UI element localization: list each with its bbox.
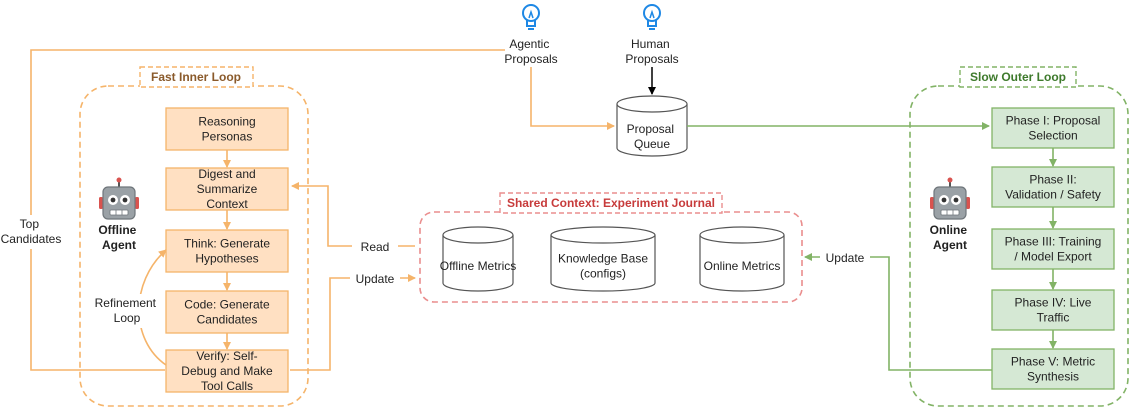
journal-stores: Offline Metrics Knowledge Base(configs) On… xyxy=(440,226,785,292)
online-robot-icon xyxy=(930,177,970,220)
human-bulb-icon xyxy=(643,4,661,30)
slow-phase-box xyxy=(991,107,1115,149)
data-store-label: Offline Metrics xyxy=(440,259,516,273)
top-candidates-edge xyxy=(30,49,505,371)
update-right-edge xyxy=(804,253,992,371)
offline-robot-icon xyxy=(99,177,139,220)
update-left-label: Update xyxy=(356,272,395,286)
online-agent-label: Online Agent xyxy=(930,223,971,252)
agentic-to-queue-edge xyxy=(530,67,615,130)
data-store-cylinder xyxy=(550,235,656,292)
data-store-top xyxy=(442,226,514,244)
fast-loop-title: Fast Inner Loop xyxy=(151,70,241,84)
fast-step-box xyxy=(165,229,289,273)
svg-text:Proposal Queue: Proposal Queue xyxy=(627,122,678,151)
slow-phase-box xyxy=(991,166,1115,208)
slow-phase-label: Phase II:Validation / Safety xyxy=(1005,173,1101,202)
data-store-cylinder xyxy=(442,235,514,292)
data-store-top xyxy=(550,226,656,244)
human-proposals-label: Human Proposals xyxy=(625,37,678,66)
journal-title-box xyxy=(499,192,723,214)
data-store-label: Online Metrics xyxy=(704,259,781,273)
data-store-cylinder xyxy=(699,235,785,292)
slow-phase-box xyxy=(991,348,1115,390)
slow-phase-box xyxy=(991,228,1115,270)
update-right-label: Update xyxy=(826,251,865,265)
slow-phase-label: Phase III: Training/ Model Export xyxy=(1005,235,1102,264)
slow-phase-box xyxy=(991,289,1115,331)
slow-loop-title-box xyxy=(959,66,1077,88)
top-candidates-label: Top Candidates xyxy=(1,217,62,246)
offline-agent-label: Offline Agent xyxy=(98,223,139,252)
proposal-queue: Proposal Queue xyxy=(616,95,688,157)
journal-title: Shared Context: Experiment Journal xyxy=(507,196,715,210)
agentic-bulb-icon xyxy=(522,4,540,30)
fast-step-box xyxy=(165,349,289,393)
agentic-proposals-label: Agentic Proposals xyxy=(504,37,557,66)
slow-loop-title: Slow Outer Loop xyxy=(970,70,1066,84)
data-store-label: Knowledge Base(configs) xyxy=(558,252,648,281)
read-label: Read xyxy=(361,240,390,254)
refinement-loop-label: Refinement Loop xyxy=(95,296,160,325)
fast-loop-title-box xyxy=(139,66,254,88)
data-store-top xyxy=(699,226,785,244)
